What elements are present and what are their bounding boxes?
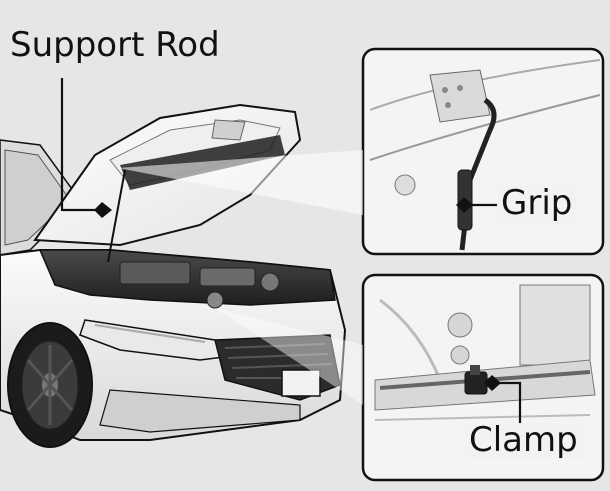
front-wheel xyxy=(7,322,93,448)
clamp-leader xyxy=(484,375,522,425)
support-rod-leader xyxy=(60,78,112,218)
grip-label: Grip xyxy=(497,186,579,222)
support-rod xyxy=(107,169,126,263)
grip-leader xyxy=(456,197,497,213)
support-rod-label: Support Rod xyxy=(10,25,220,65)
grip-callout-wedge xyxy=(118,150,363,215)
clamp-callout-wedge xyxy=(215,308,363,405)
clamp-label: Clamp xyxy=(465,423,584,459)
grip-detail-panel xyxy=(361,47,605,256)
